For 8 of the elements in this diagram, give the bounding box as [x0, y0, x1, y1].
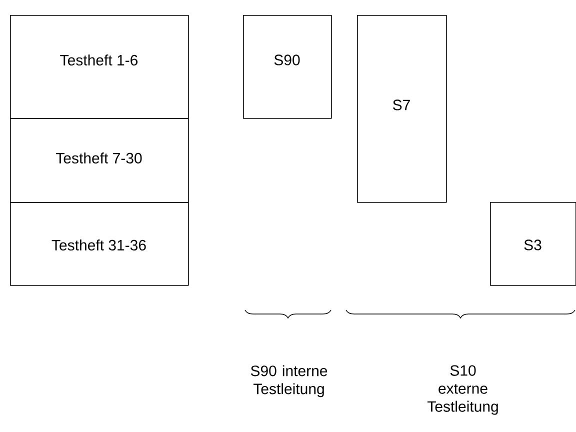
box: Testheft 7-30: [10, 118, 189, 203]
caption-text: S90 interne Testleitung: [250, 365, 328, 398]
box: S7: [357, 15, 447, 203]
caption-text: S10 externe Testleitung: [427, 365, 498, 415]
box: Testheft 1-6: [10, 15, 189, 119]
box: S90: [243, 15, 332, 119]
box: Testheft 31-36: [10, 202, 189, 286]
box: S3: [490, 202, 576, 286]
